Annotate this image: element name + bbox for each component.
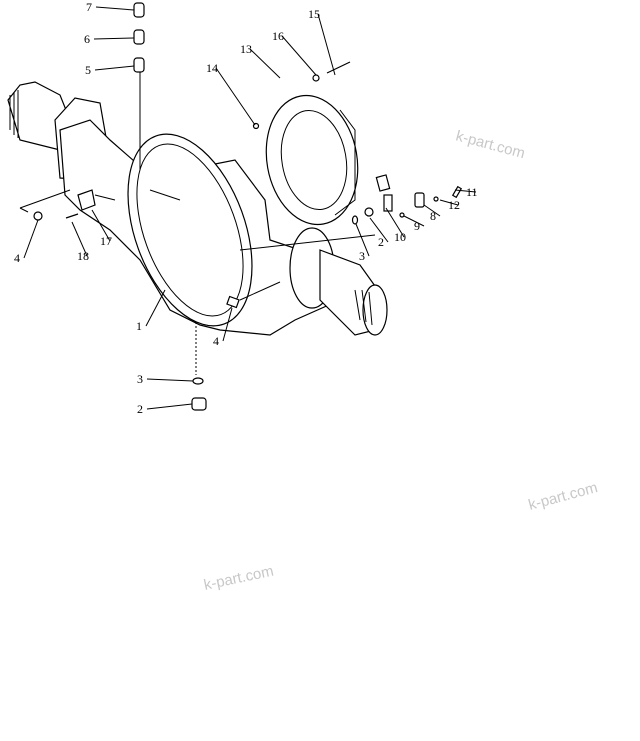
watermark: k-part.com: [454, 127, 527, 162]
callout-15: 15: [308, 7, 320, 21]
leader-line: [423, 204, 441, 217]
leader-line: [454, 189, 477, 193]
callout-3: 3: [137, 372, 143, 386]
callout-13: 13: [240, 42, 252, 56]
callout-11: 11: [466, 185, 478, 199]
callout-8: 8: [430, 209, 436, 223]
callout-4: 4: [213, 334, 219, 348]
leader-line: [222, 307, 233, 342]
callout-2: 2: [378, 235, 384, 249]
leader-line: [215, 67, 256, 126]
callout-2: 2: [137, 402, 143, 416]
callout-10: 10: [394, 230, 406, 244]
leader-line: [249, 48, 281, 79]
leader-line: [145, 289, 166, 327]
right-axle-spindle: [289, 227, 388, 336]
leader-line: [146, 378, 194, 382]
leader-line: [385, 207, 405, 238]
callout-18: 18: [77, 249, 89, 263]
watermark: k-part.com: [202, 563, 275, 594]
callout-12: 12: [448, 198, 460, 212]
leader-line: [281, 35, 317, 76]
leader-line: [317, 13, 336, 76]
leader-line: [93, 37, 135, 40]
callout-16: 16: [272, 29, 284, 43]
callout-7: 7: [86, 0, 92, 14]
callout-9: 9: [414, 219, 420, 233]
callout-14: 14: [206, 61, 218, 75]
axle-housing: [59, 119, 341, 336]
housing-cover-plate: [265, 94, 359, 226]
leader-line: [146, 403, 193, 410]
leader-line: [439, 199, 459, 206]
callout-5: 5: [85, 63, 91, 77]
callout-4: 4: [14, 251, 20, 265]
callout-1: 1: [136, 319, 142, 333]
leader-line: [94, 65, 135, 71]
callout-6: 6: [84, 32, 90, 46]
leader-line: [355, 223, 370, 257]
leader-line: [23, 219, 39, 259]
leader-line: [403, 215, 425, 227]
leader-line: [369, 217, 389, 243]
leader-line: [71, 221, 88, 257]
leader-line: [91, 209, 111, 242]
leader-line: [95, 6, 135, 11]
callout-3: 3: [359, 249, 365, 263]
callout-17: 17: [100, 234, 112, 248]
watermark: k-part.com: [527, 479, 600, 514]
